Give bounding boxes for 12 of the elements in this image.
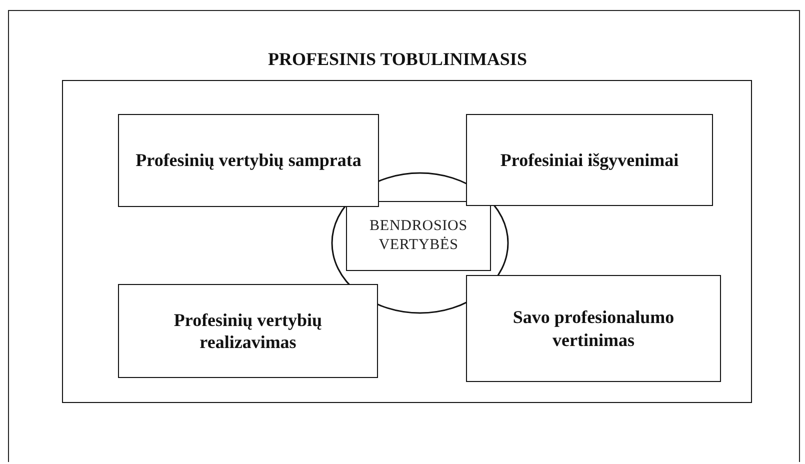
box-text: BENDROSIOS VERTYBĖS [368,217,468,255]
center-box [346,201,491,271]
concept-box [118,284,378,378]
title: PROFESINIS TOBULINIMASIS [268,48,527,71]
box-text: Profesiniai išgyvenimai [499,148,680,172]
concept-box [118,114,379,207]
box-text: Profesinių vertybių samprata [134,149,362,172]
box-text: Profesinių vertybių realizavimas [172,308,324,354]
frame-box [62,80,752,403]
box-text: Savo profesionalumo vertinimas [512,306,676,351]
concept-box [466,275,721,382]
concept-box [466,114,713,206]
